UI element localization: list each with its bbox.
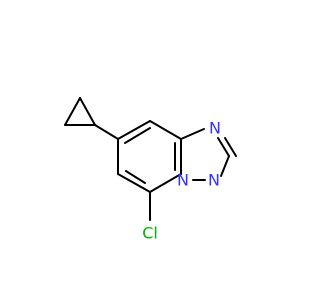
bond <box>149 120 182 140</box>
bond <box>79 97 96 126</box>
bond <box>64 97 81 126</box>
bond <box>124 127 151 144</box>
atom-label-cl: Cl <box>142 224 158 243</box>
molecule-diagram: N N N Cl <box>64 97 237 243</box>
bond <box>149 173 182 193</box>
bond <box>117 173 151 193</box>
molecule-structure: N N N Cl <box>64 97 237 243</box>
bond <box>217 137 230 157</box>
bond <box>94 124 119 140</box>
bond <box>117 120 151 140</box>
atom-label-n: N <box>209 119 221 138</box>
bond <box>180 128 205 140</box>
atom-label-n: N <box>177 171 189 190</box>
bond <box>125 170 146 184</box>
bond <box>224 137 237 157</box>
bond <box>220 155 230 177</box>
atom-label-n: N <box>208 171 220 190</box>
